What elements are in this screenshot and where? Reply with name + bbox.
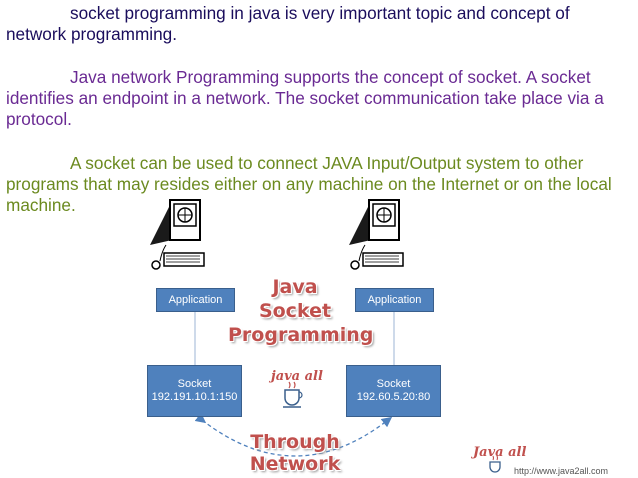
socket-address-left: 192.191.10.1:150	[151, 391, 238, 403]
paragraph-intro: socket programming in java is very impor…	[6, 3, 634, 45]
computer-icon	[150, 199, 205, 270]
paragraph-socket-definition-text: Java network Programming supports the co…	[6, 67, 604, 129]
paragraph-intro-text: socket programming in java is very impor…	[6, 3, 570, 44]
brand-logo-center: java all	[271, 369, 323, 384]
diagram-title-socket: Socket	[258, 300, 332, 322]
socket-label-left: Socket	[177, 378, 212, 390]
socket-box-left: Socket 192.191.10.1:150	[147, 365, 242, 417]
application-box-right: Application	[355, 288, 434, 312]
application-box-left: Application	[156, 288, 235, 312]
network-label: Through Network	[249, 431, 341, 475]
socket-label-right: Socket	[376, 378, 411, 390]
computer-icon	[349, 199, 404, 270]
java-logo-icon	[283, 381, 303, 408]
network-arrow	[194, 412, 393, 457]
application-label-left: Application	[168, 294, 223, 306]
paragraph-socket-definition: Java network Programming supports the co…	[6, 67, 634, 130]
brand-logo-corner: Java all	[473, 445, 527, 460]
application-label-right: Application	[367, 294, 422, 306]
paragraph-socket-usage-text: A socket can be used to connect JAVA Inp…	[6, 153, 612, 215]
socket-box-right: Socket 192.60.5.20:80	[346, 365, 441, 417]
diagram-title-programming: Programming	[228, 324, 374, 346]
socket-address-right: 192.60.5.20:80	[356, 391, 431, 403]
java-logo-icon	[489, 455, 501, 473]
diagram-title-java: Java	[272, 276, 318, 298]
paragraph-socket-usage: A socket can be used to connect JAVA Inp…	[6, 153, 634, 216]
footer-url[interactable]: http://www.java2all.com	[514, 466, 609, 476]
